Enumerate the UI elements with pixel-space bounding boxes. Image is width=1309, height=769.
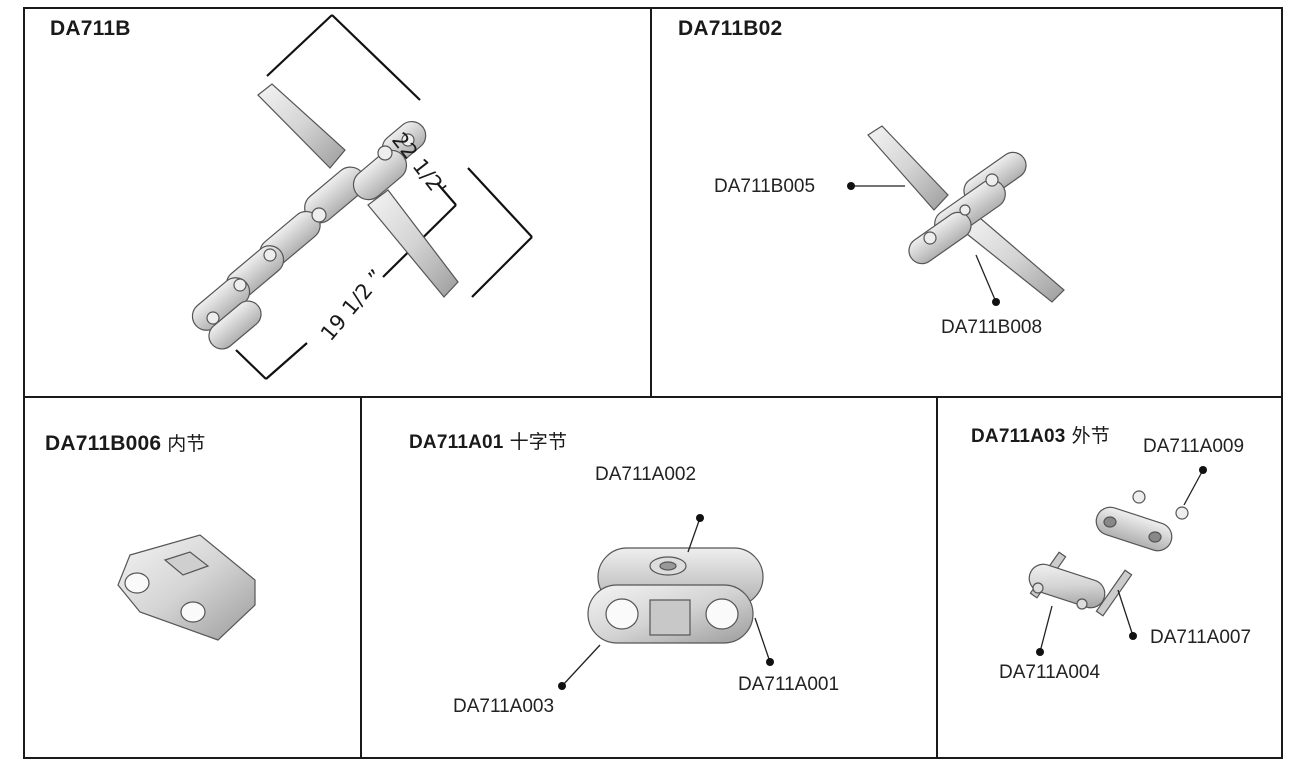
callout-da711a001: DA711A001 [738,674,840,695]
da711b006-inner-link-drawing [117,534,256,641]
dimension-line-short [235,182,457,380]
callout-leader-da711a001 [754,617,774,666]
panel-title-text: DA711B02 [678,17,783,40]
da711a03-outer-link-drawing [1028,490,1189,617]
da711a01-cross-link-drawing [587,547,764,644]
panel-title-da711b02: DA711B02 [678,17,782,41]
callout-da711a004: DA711A004 [999,662,1101,683]
panel-title-cn: 十字节 [509,432,568,453]
callout-leader-da711a003 [558,644,601,690]
panel-title-text: DA711B006 [45,432,162,455]
callout-da711a003: DA711A003 [453,696,555,717]
panel-title-text: DA711A03 [971,426,1066,447]
top-vertical-divider [650,7,652,398]
callout-leader-da711a002 [687,514,704,553]
callout-da711a009: DA711A009 [1143,436,1245,457]
diagram-frame [23,7,1283,759]
horizontal-divider [23,396,1283,398]
panel-title-da711b: DA711B [50,17,131,41]
callout-leader-da711a007 [1117,589,1137,640]
dimension-line-long [266,14,533,298]
panel-title-text: DA711A01 [409,432,504,453]
callout-leader-da711a009 [1183,466,1207,506]
panel-title-text: DA711B [50,17,131,40]
panel-title-cn: 内节 [167,434,206,455]
callout-da711b008: DA711B008 [941,317,1043,338]
da711b02-drawing [867,125,1065,303]
callout-da711a007: DA711A007 [1150,627,1252,648]
panel-title-cn: 外节 [1071,426,1110,447]
callout-da711a002: DA711A002 [595,464,697,485]
bottom-left-divider [360,396,362,759]
bottom-right-divider [936,396,938,759]
callout-leader-da711a004 [1036,605,1053,656]
callout-leader-da711b008 [975,254,1000,306]
callout-leader-da711b005 [847,182,905,190]
callout-da711b005: DA711B005 [714,176,816,197]
da711b-assembly-drawing [191,14,533,380]
